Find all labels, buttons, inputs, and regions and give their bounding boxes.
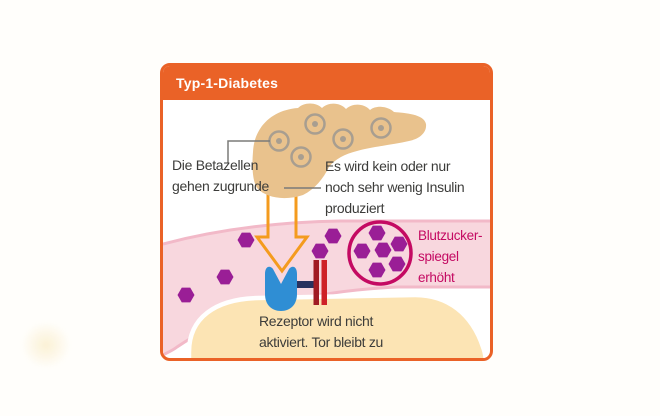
- connector-line-beta-cells: [227, 140, 270, 163]
- receptor-label: Rezeptor wird nicht aktiviert. Tor bleib…: [259, 313, 384, 350]
- background-artifact: [22, 322, 70, 368]
- glucose-hexagon-icon: [311, 243, 329, 259]
- glucose-hexagon-icon: [390, 236, 408, 252]
- glucose-hexagon-icon: [216, 269, 234, 285]
- card-title: Typ-1-Diabetes: [176, 75, 279, 91]
- pancreas-icon: [252, 103, 427, 199]
- blood-sugar-circle: [347, 220, 413, 286]
- glucose-hexagon-icon: [353, 243, 371, 259]
- gate-bar-dark: [313, 260, 319, 305]
- glucose-hexagon-icon: [177, 287, 195, 303]
- islet-icon: [370, 117, 392, 139]
- glucose-hexagon-icon: [368, 262, 386, 278]
- down-arrow-icon: [254, 186, 310, 274]
- glucose-hexagon-icon: [368, 225, 386, 241]
- beta-cells-label: Die Betazellen gehen zugrunde: [172, 157, 269, 194]
- blood-sugar-label: Blutzucker- spiegel erhöht: [418, 228, 483, 285]
- receptor-icon: [265, 266, 297, 311]
- diabetes-diagram: [163, 103, 490, 358]
- glucose-hexagon-icon: [237, 232, 255, 248]
- receptor-stem: [296, 281, 314, 288]
- diagram-area: Die Betazellen gehen zugrunde Es wird ke…: [163, 100, 490, 358]
- glucose-molecules: [177, 228, 342, 303]
- glucose-hexagon-icon: [324, 228, 342, 244]
- islet-icon: [290, 146, 312, 168]
- receptor-gate-group: [265, 260, 327, 311]
- islet-icon: [304, 113, 326, 135]
- blood-vessel-top-edge: [163, 219, 490, 246]
- cell-body: [186, 292, 488, 358]
- gate-bar-bright: [321, 260, 327, 305]
- islet-icon: [332, 128, 354, 150]
- infographic-card: Typ-1-Diabetes: [160, 63, 493, 361]
- glucose-hexagon-icon: [388, 256, 406, 272]
- glucose-hexagon-icon: [374, 242, 392, 258]
- insulin-label: Es wird kein oder nur noch sehr wenig In…: [325, 158, 465, 216]
- card-header: Typ-1-Diabetes: [163, 66, 490, 100]
